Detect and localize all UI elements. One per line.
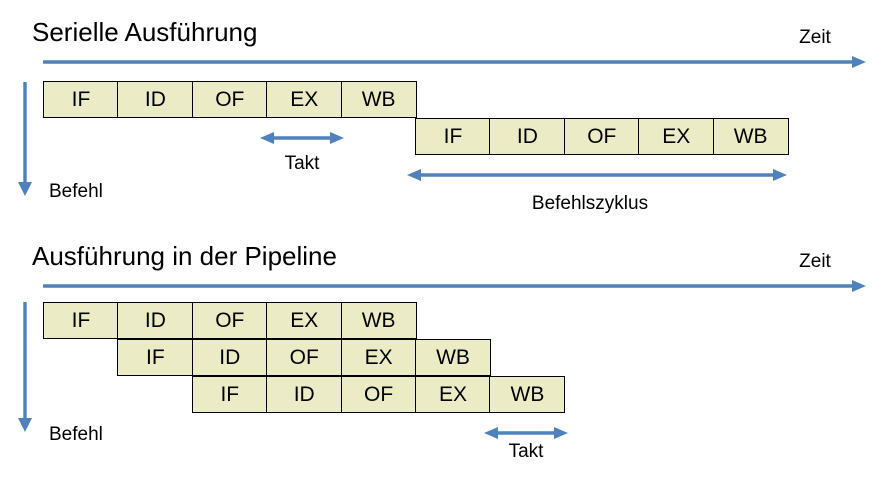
- stage-cell: ID: [489, 118, 566, 155]
- instruction-row: IF ID OF EX WB: [191, 376, 566, 413]
- stage-cell: OF: [563, 118, 640, 155]
- clock-label: Takt: [508, 441, 544, 462]
- stage-cell: IF: [117, 339, 194, 376]
- stage-cell: WB: [340, 302, 417, 339]
- time-axis-label: Zeit: [799, 251, 831, 272]
- instruction-axis-label: Befehl: [49, 181, 103, 202]
- stage-cell: ID: [117, 302, 194, 339]
- stage-cell: ID: [191, 339, 268, 376]
- stage-cell: OF: [266, 339, 343, 376]
- stage-cell: WB: [340, 81, 417, 118]
- stage-cell: EX: [266, 81, 343, 118]
- stage-cell: EX: [638, 118, 715, 155]
- instruction-cycle-label: Befehlszyklus: [531, 193, 649, 214]
- stage-cell: OF: [191, 81, 268, 118]
- instruction-axis-label: Befehl: [49, 424, 103, 445]
- stage-cell: EX: [340, 339, 417, 376]
- section-title: Ausführung in der Pipeline: [32, 241, 337, 271]
- stage-cell: WB: [415, 339, 492, 376]
- instruction-row: IF ID OF EX WB: [415, 118, 789, 155]
- instruction-row: IF ID OF EX WB: [43, 302, 417, 339]
- clock-span-arrow: [484, 427, 568, 439]
- stage-cell: IF: [415, 118, 491, 155]
- time-axis-arrow: [43, 56, 866, 68]
- section-title: Serielle Ausführung: [32, 17, 258, 47]
- time-axis-label: Zeit: [799, 27, 831, 48]
- time-axis-arrow: [43, 280, 866, 292]
- instruction-axis-arrow: [18, 82, 32, 196]
- stage-cell: IF: [43, 302, 119, 339]
- clock-span-arrow: [260, 132, 344, 144]
- stage-cell: IF: [191, 376, 268, 413]
- stage-cell: ID: [117, 81, 194, 118]
- stage-cell: EX: [266, 302, 343, 339]
- stage-cell: WB: [712, 118, 789, 155]
- stage-cell: EX: [415, 376, 492, 413]
- clock-label: Takt: [284, 153, 320, 174]
- instruction-cycle-span-arrow: [407, 169, 787, 181]
- stage-cell: OF: [191, 302, 268, 339]
- stage-cell: IF: [43, 81, 119, 118]
- instruction-axis-arrow: [18, 302, 32, 432]
- instruction-row: IF ID OF EX WB: [43, 81, 417, 118]
- stage-cell: ID: [266, 376, 343, 413]
- instruction-row: IF ID OF EX WB: [117, 339, 492, 376]
- stage-cell: OF: [340, 376, 417, 413]
- stage-cell: WB: [489, 376, 566, 413]
